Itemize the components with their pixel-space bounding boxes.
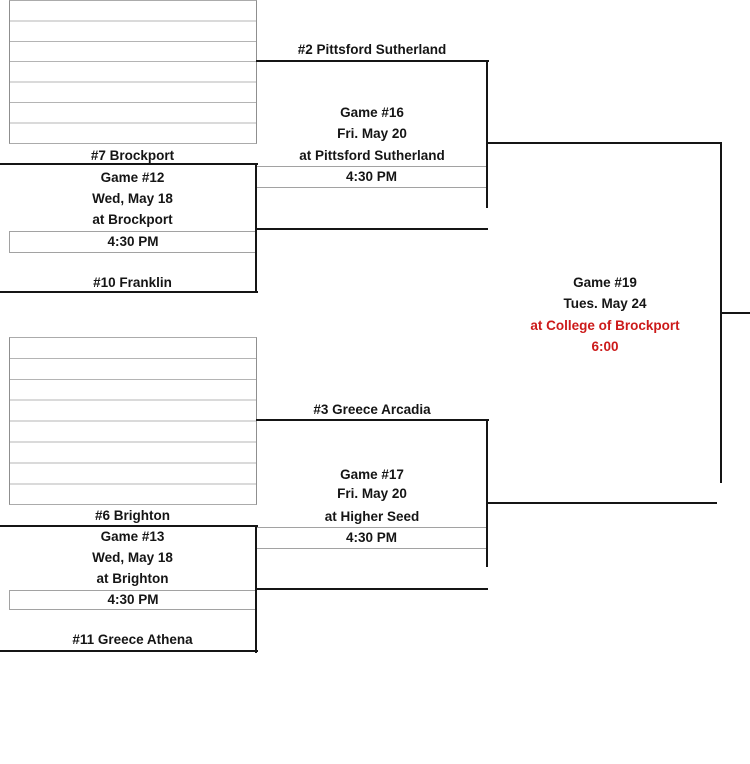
game16-time: 4:30 PM: [345, 169, 398, 184]
bracket-line-game17-seed: [256, 419, 489, 421]
empty-seed-grid-top: [9, 0, 257, 144]
bracket-line-game17-right: [486, 419, 488, 567]
game16-venue: at Pittsford Sutherland: [299, 148, 445, 163]
game13-date: Wed, May 18: [92, 550, 173, 565]
bracket-line-game16-winner: [486, 142, 722, 144]
bracket-line-game16-seed: [256, 60, 489, 62]
game12-venue: at Brockport: [92, 212, 173, 227]
bracket-line-game13-winner: [255, 588, 488, 590]
bracket-line-game19-winner: [720, 312, 750, 314]
game17-time: 4:30 PM: [345, 530, 398, 545]
game19-venue: at College of Brockport: [530, 318, 680, 333]
game13-time-cell: 4:30 PM: [9, 590, 256, 610]
empty-seed-grid-middle: [9, 337, 257, 505]
seed-greece-athena: #11 Greece Athena: [72, 632, 193, 647]
bracket-line-game12-winner: [255, 228, 488, 230]
game12-date: Wed, May 18: [92, 191, 173, 206]
game13-time: 4:30 PM: [107, 592, 159, 607]
game16-date: Fri. May 20: [337, 126, 407, 141]
game17-venue: at Higher Seed: [324, 509, 420, 524]
game17-time-cell: 4:30 PM: [256, 527, 487, 549]
seed-brockport: #7 Brockport: [90, 148, 175, 163]
bracket-line-game13-seed: [0, 525, 258, 527]
game12-title: Game #12: [100, 170, 165, 185]
game12-time-cell: 4:30 PM: [9, 231, 256, 253]
game13-venue: at Brighton: [96, 571, 169, 586]
bracket-line-game17-winner: [486, 502, 717, 504]
game19-title: Game #19: [573, 275, 637, 290]
seed-franklin: #10 Franklin: [93, 275, 172, 290]
bracket-line-game12-seed: [0, 163, 258, 165]
seed-pittsford-sutherland: #2 Pittsford Sutherland: [297, 42, 447, 57]
seed-greece-arcadia: #3 Greece Arcadia: [313, 402, 431, 417]
bracket-line-game16-right: [486, 60, 488, 208]
game19-date: Tues. May 24: [563, 296, 647, 311]
game17-title: Game #17: [340, 467, 404, 482]
game12-time: 4:30 PM: [107, 234, 159, 249]
seed-brighton: #6 Brighton: [94, 508, 170, 523]
bracket-line-game12-bottom: [0, 291, 258, 293]
game17-date: Fri. May 20: [337, 486, 407, 501]
game19-time: 6:00: [591, 339, 619, 354]
game13-title: Game #13: [100, 529, 165, 544]
bracket-line-game13-bottom: [0, 650, 258, 652]
game16-title: Game #16: [340, 105, 404, 120]
game16-time-cell: 4:30 PM: [256, 166, 487, 188]
